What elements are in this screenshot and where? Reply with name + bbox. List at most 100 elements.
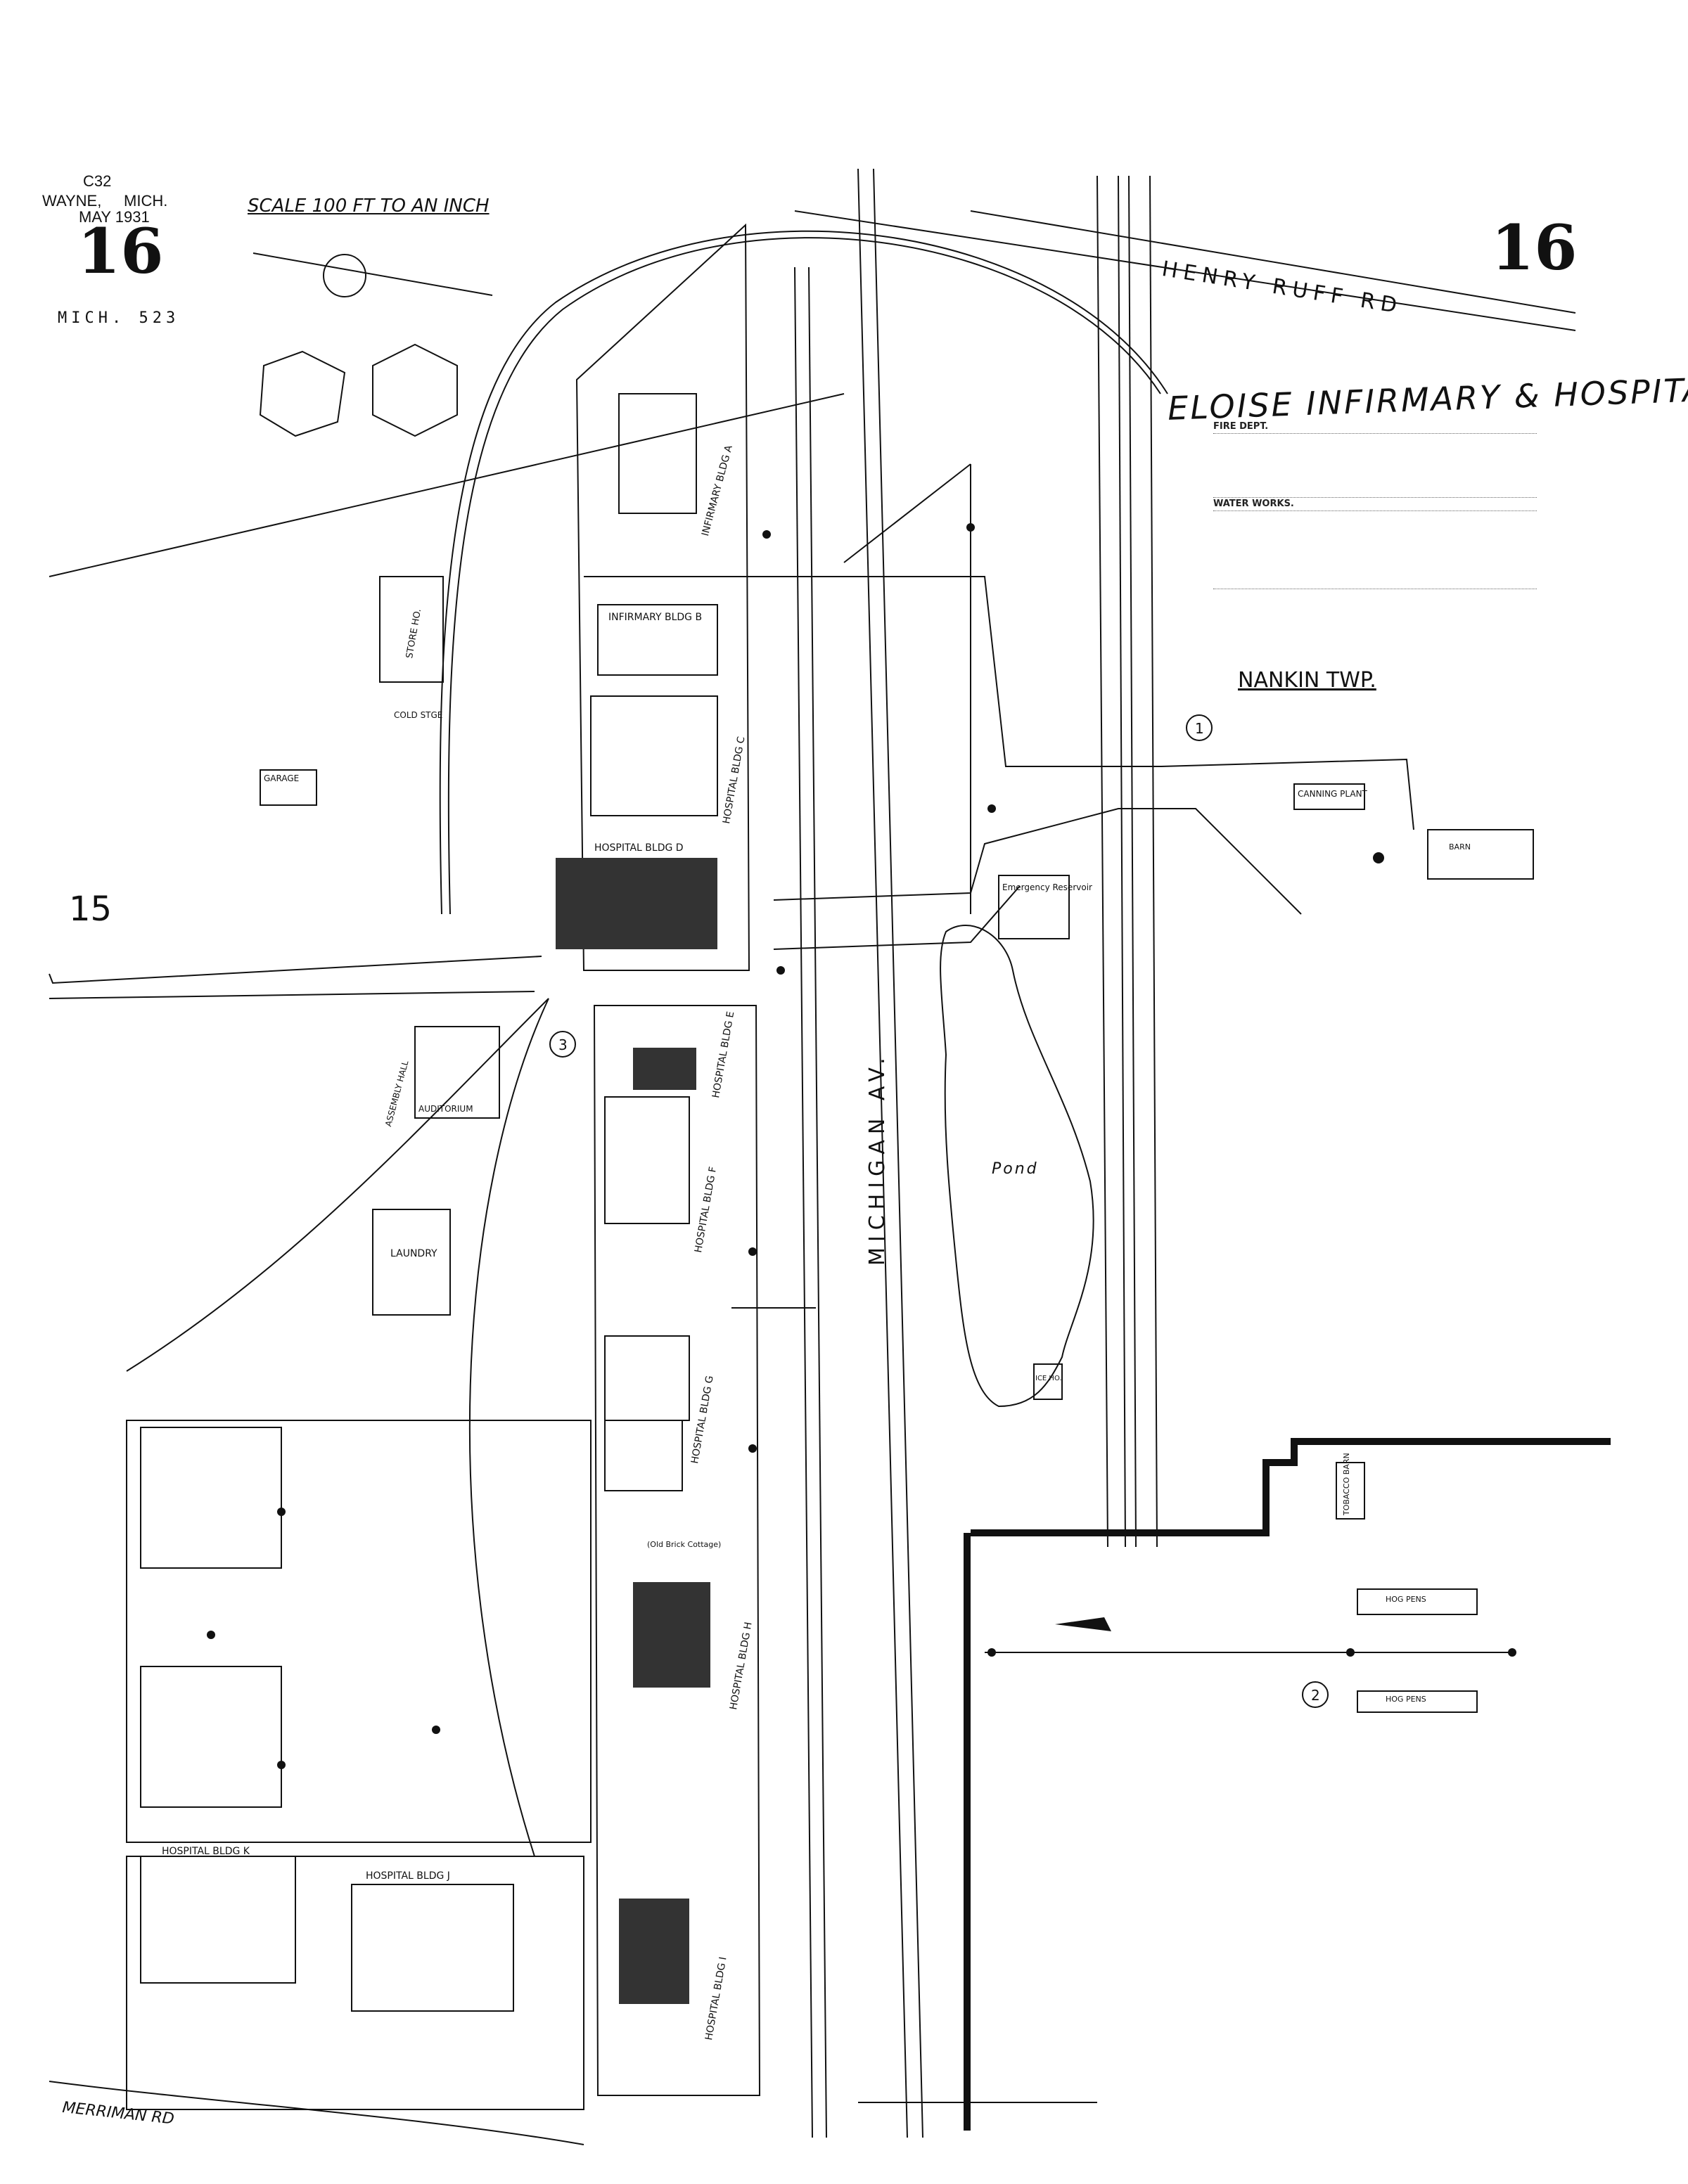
hydrant-marker bbox=[748, 1444, 757, 1453]
circled-number-1 bbox=[1186, 714, 1213, 741]
hexagon-diagram bbox=[259, 350, 346, 437]
road-line bbox=[1118, 175, 1126, 1548]
water-main bbox=[584, 576, 1414, 830]
canning-plant bbox=[1293, 783, 1365, 810]
hospital-bldg-d-label: HOSPITAL BLDG D bbox=[594, 842, 684, 854]
property-line bbox=[49, 393, 845, 577]
michigan-av-line bbox=[794, 266, 813, 2138]
ice-ho-label: ICE HO. bbox=[1035, 1375, 1062, 1382]
emergency-reservoir bbox=[998, 875, 1070, 939]
note-fire-dept: FIRE DEPT. bbox=[1213, 421, 1269, 432]
volume-number: MICH. 523 bbox=[58, 309, 180, 327]
compass-rose bbox=[323, 254, 366, 297]
reservoir-label: Emergency Reservoir bbox=[1002, 882, 1092, 892]
campus-outline bbox=[575, 223, 750, 971]
henry-ruff-rd-line bbox=[794, 210, 1576, 331]
place-state: MICH. bbox=[124, 192, 168, 210]
pond-label: Pond bbox=[992, 1160, 1039, 1178]
campus-curve bbox=[468, 998, 549, 1857]
campus-block bbox=[126, 1856, 584, 2110]
note-water-works: WATER WORKS. bbox=[1213, 499, 1294, 509]
fire-protection-notes: FIRE DEPT. WATER WORKS. bbox=[1213, 422, 1537, 591]
ice-ho bbox=[1033, 1363, 1063, 1400]
hexagon-diagram bbox=[372, 343, 458, 437]
infirmary-bldg-b bbox=[597, 604, 718, 676]
campus-outline bbox=[593, 1005, 761, 2096]
north-arrow-line bbox=[252, 252, 493, 296]
cold-storage-label: COLD STGE bbox=[394, 710, 443, 720]
property-boundary bbox=[971, 1438, 1611, 1536]
garage bbox=[260, 769, 317, 806]
road-line bbox=[1128, 175, 1137, 1548]
hydrant-marker bbox=[966, 523, 975, 532]
infirmary-bldg-a bbox=[618, 393, 697, 514]
circled-number-3 bbox=[549, 1031, 576, 1058]
rail-spur bbox=[439, 230, 1168, 915]
place-city: WAYNE, bbox=[42, 192, 102, 210]
hydrant-marker bbox=[277, 1761, 286, 1769]
railroad-track bbox=[857, 168, 908, 2138]
hydrant-marker bbox=[1373, 852, 1384, 863]
hospital-bldg-c bbox=[590, 695, 718, 816]
hospital-bldg-k bbox=[140, 1666, 282, 1808]
township-label: NANKIN TWP. bbox=[1238, 668, 1376, 693]
sheet-number-left: 16 bbox=[77, 214, 164, 288]
hydrant-marker bbox=[776, 966, 785, 975]
campus-curve bbox=[126, 998, 549, 1372]
hospital-bldg-g bbox=[604, 1335, 690, 1421]
map-date: MAY 1931 bbox=[79, 208, 150, 226]
hospital-bldg-k-label: HOSPITAL BLDG K bbox=[162, 1846, 250, 1857]
hydrant-marker bbox=[1508, 1648, 1516, 1657]
hospital-bldg-j bbox=[351, 1884, 514, 2012]
road-edge bbox=[49, 2081, 584, 2145]
hydrant-marker bbox=[432, 1726, 440, 1734]
road-line bbox=[1149, 175, 1158, 1548]
circled-number-2 bbox=[1302, 1681, 1329, 1708]
hog-pens-2-label: HOG PENS bbox=[1386, 1695, 1426, 1704]
old-brick-cottage-label: (Old Brick Cottage) bbox=[647, 1540, 722, 1549]
circled-number-2-text: 2 bbox=[1311, 1687, 1320, 1704]
tobacco-barn-label: TOBACCO BARN bbox=[1342, 1453, 1351, 1515]
scale-label: SCALE 100 FT TO AN INCH bbox=[248, 195, 490, 217]
hospital-bldg-i-block bbox=[619, 1899, 689, 2004]
sheet-number-right: 16 bbox=[1491, 211, 1578, 284]
hog-pens-2 bbox=[1357, 1690, 1478, 1713]
assembly-hall bbox=[414, 1026, 500, 1119]
circled-number-1-text: 1 bbox=[1195, 720, 1204, 737]
property-line bbox=[49, 956, 542, 984]
auditorium-label: AUDITORIUM bbox=[418, 1104, 473, 1114]
hospital-bldg-j bbox=[140, 1856, 296, 1984]
notes-text-block bbox=[1213, 510, 1537, 589]
circled-number-3-text: 3 bbox=[558, 1036, 568, 1053]
hydrant-marker bbox=[762, 530, 771, 539]
michigan-av-label: MICHIGAN AV. bbox=[865, 1052, 890, 1266]
hydrant-marker bbox=[987, 1648, 996, 1657]
campus-block bbox=[126, 1420, 592, 1843]
pond-outline bbox=[940, 925, 1094, 1408]
canning-plant-label: CANNING PLANT bbox=[1298, 789, 1367, 799]
hospital-bldg-e-block bbox=[633, 1048, 696, 1090]
store-ho bbox=[379, 576, 444, 683]
hospital-bldg-i-block bbox=[633, 1582, 710, 1688]
water-main bbox=[773, 885, 1021, 950]
hog-pens-1 bbox=[1357, 1588, 1478, 1615]
road-line bbox=[1096, 175, 1108, 1548]
hospital-bldg-h bbox=[604, 1420, 683, 1491]
michigan-av-line bbox=[808, 266, 827, 2138]
adjacent-sheet-number: 15 bbox=[69, 889, 113, 929]
tobacco-barn bbox=[1336, 1462, 1365, 1520]
hydrant-marker bbox=[748, 1247, 757, 1256]
map-code: C32 bbox=[83, 172, 112, 190]
infirmary-bldg-b-label: INFIRMARY BLDG B bbox=[608, 612, 703, 623]
hydrant-marker bbox=[277, 1508, 286, 1516]
hydrant-marker bbox=[1346, 1648, 1355, 1657]
water-main bbox=[843, 463, 971, 563]
hospital-bldg-k bbox=[140, 1427, 282, 1569]
laundry bbox=[372, 1209, 451, 1316]
hospital-bldg-f bbox=[604, 1096, 690, 1224]
laundry-label: LAUNDRY bbox=[390, 1248, 437, 1259]
rail-spur bbox=[447, 237, 1161, 915]
hog-pens-1-label: HOG PENS bbox=[1386, 1595, 1426, 1604]
arrow-marker bbox=[1055, 1617, 1111, 1631]
